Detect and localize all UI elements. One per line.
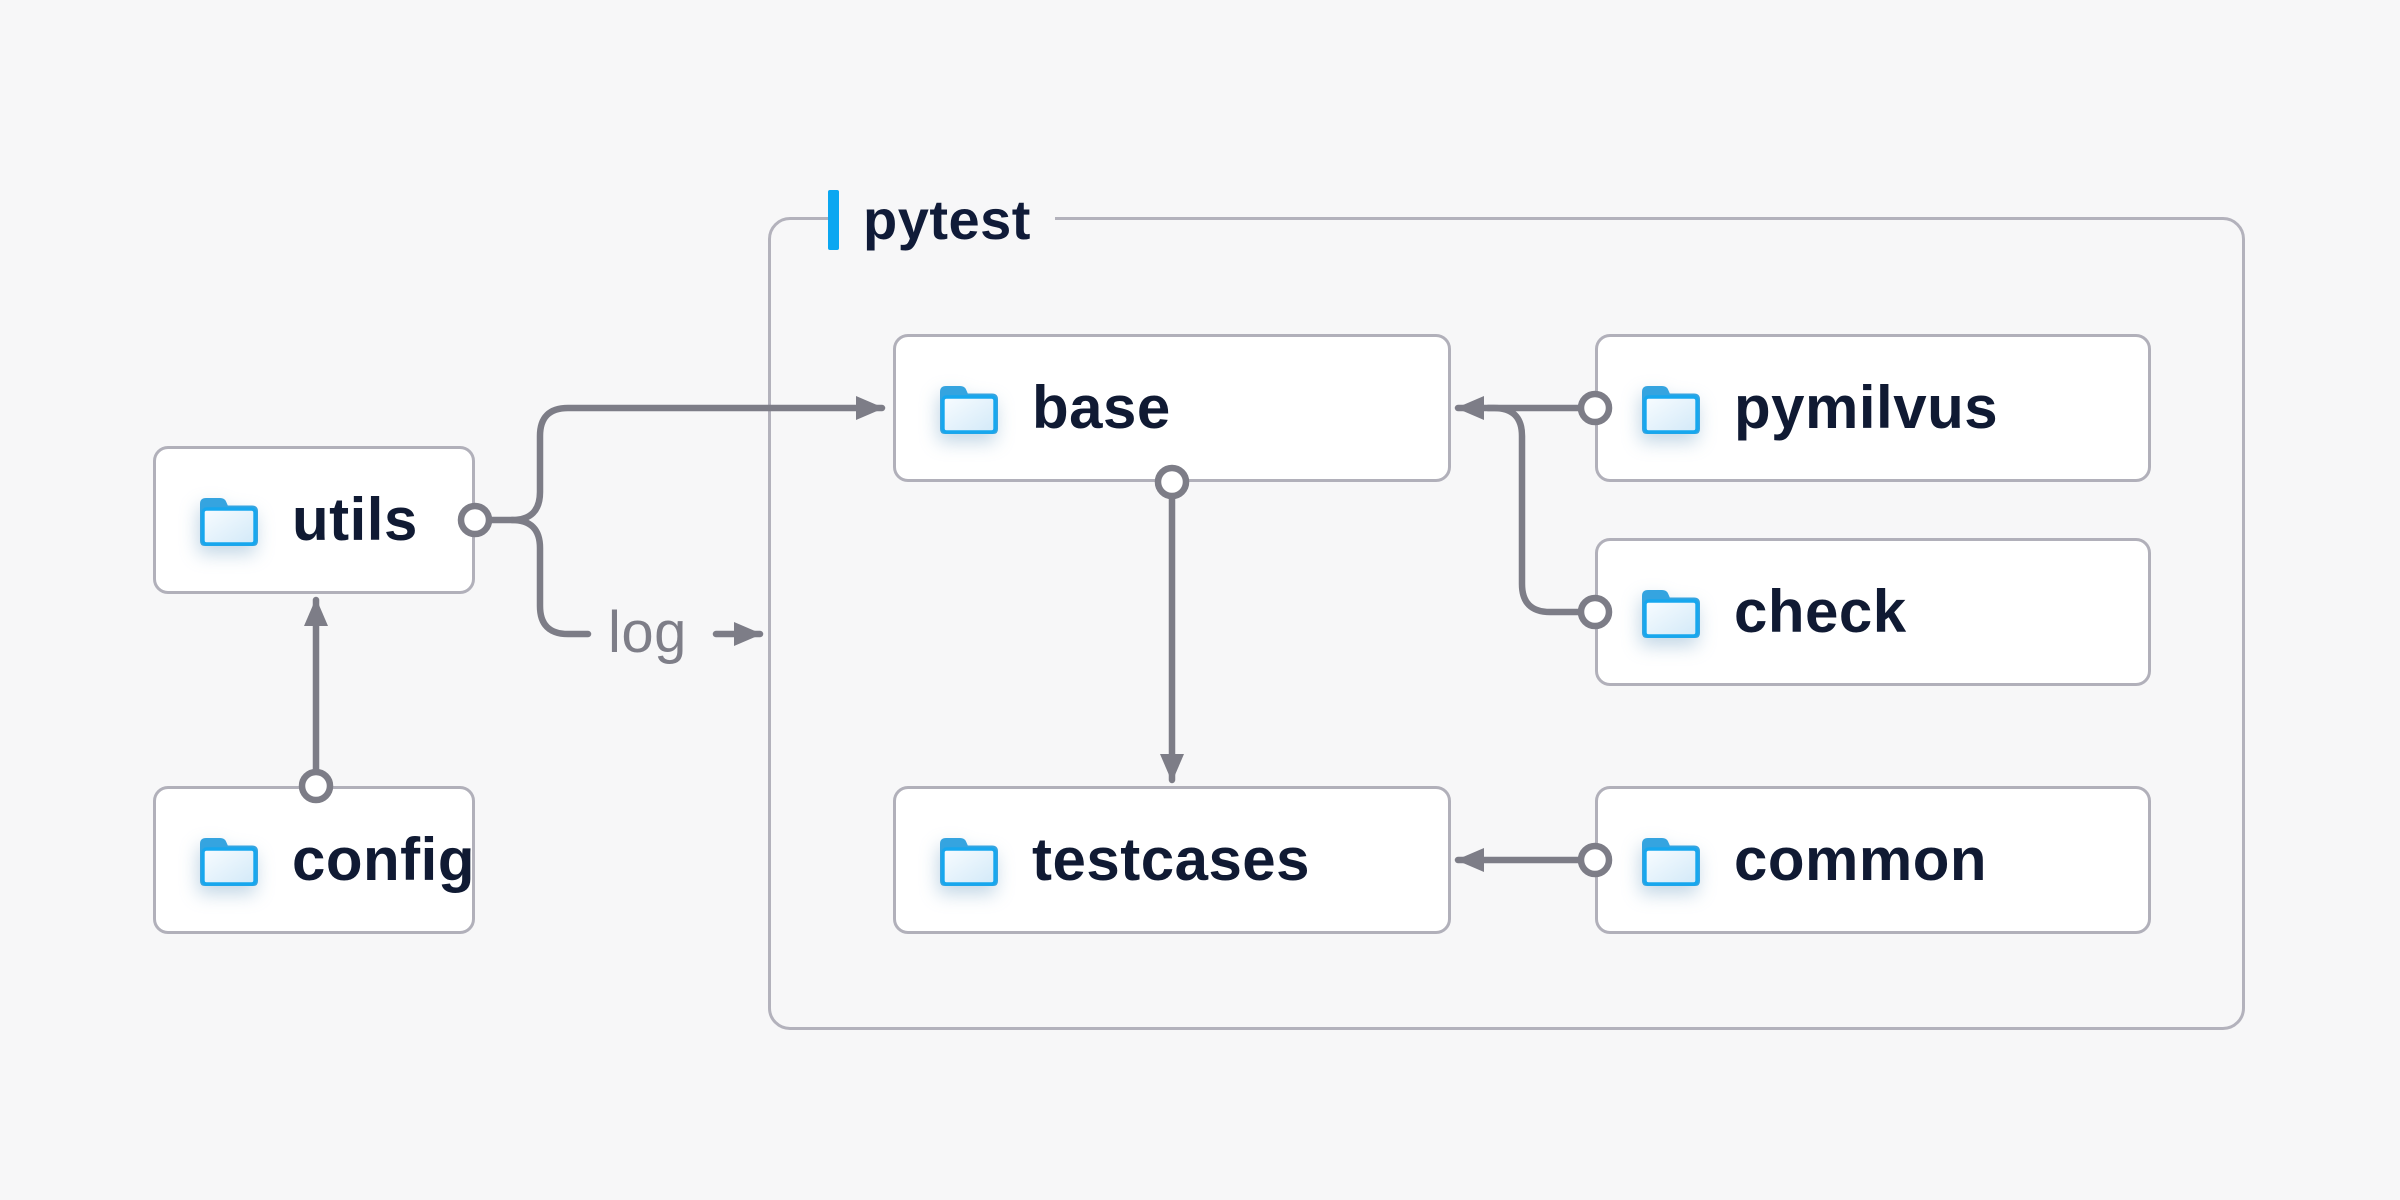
group-title: pytest [863,188,1031,251]
edge-label-log: log [608,600,687,665]
pytest-group-frame: pytest [768,184,2245,1030]
node-utils: utils [153,446,475,594]
accent-bar [828,190,839,250]
node-label: pymilvus [1734,374,1999,441]
node-label: base [1032,374,1171,441]
node-pymilvus: pymilvus [1595,334,2151,482]
pytest-group-label: pytest [828,184,1055,256]
node-testcases: testcases [893,786,1451,934]
folder-icon [1642,838,1700,886]
folder-icon [940,386,998,434]
connector-utils-log [508,516,592,638]
node-label: testcases [1032,826,1311,893]
node-common: common [1595,786,2151,934]
node-base: base [893,334,1451,482]
folder-icon [940,838,998,886]
folder-icon [200,838,258,886]
node-label: common [1734,826,1988,893]
node-config: config [153,786,475,934]
node-label: utils [292,486,418,553]
node-label: config [292,826,475,893]
node-check: check [1595,538,2151,686]
folder-icon [200,498,258,546]
folder-icon [1642,386,1700,434]
node-label: check [1734,578,1907,645]
folder-icon [1642,590,1700,638]
